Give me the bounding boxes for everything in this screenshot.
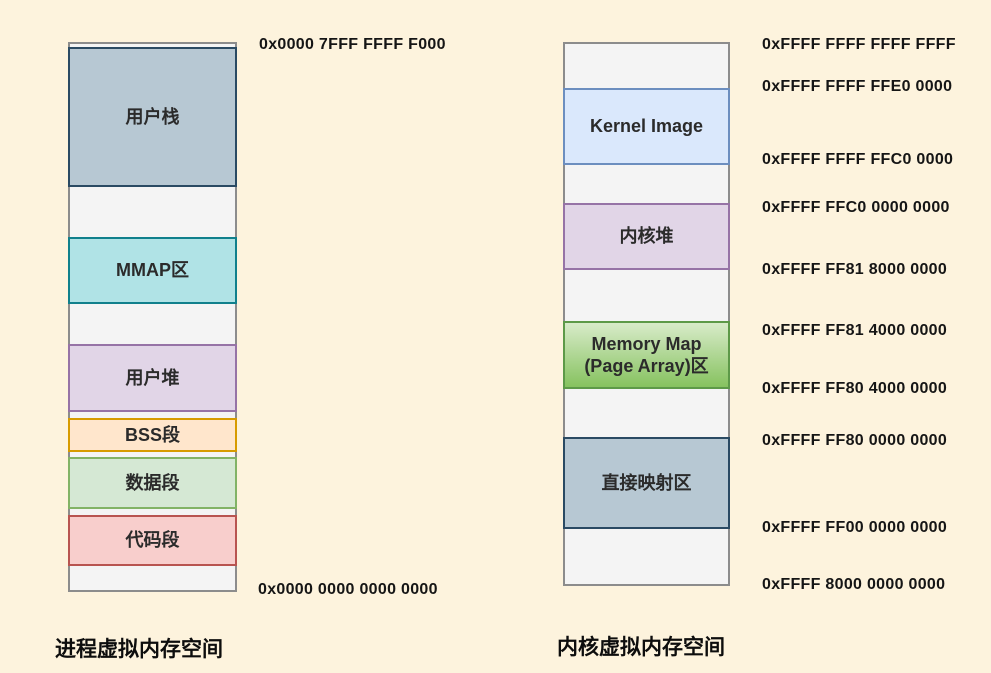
address-label: 0xFFFF FF80 0000 0000 <box>762 432 948 449</box>
address-label: 0xFFFF FF81 4000 0000 <box>762 322 948 339</box>
segment-data: 数据段 <box>68 457 237 509</box>
address-label: 0x0000 7FFF FFFF F000 <box>259 36 446 53</box>
process-memory-column: 用户栈 MMAP区 用户堆 BSS段 数据段 代码段 <box>68 42 237 592</box>
segment-memory-map-label-line2: (Page Array)区 <box>584 356 709 376</box>
address-label: 0xFFFF FF00 0000 0000 <box>762 519 948 536</box>
address-label: 0x0000 0000 0000 0000 <box>258 581 438 598</box>
address-label: 0xFFFF FF81 8000 0000 <box>762 261 948 278</box>
address-label: 0xFFFF FF80 4000 0000 <box>762 380 948 397</box>
segment-kernel-image-label: Kernel Image <box>589 116 704 137</box>
kernel-space-title: 内核虚拟内存空间 <box>557 636 725 659</box>
segment-memory-map-label-line1: Memory Map <box>591 333 702 354</box>
segment-bss-label: BSS段 <box>124 424 180 445</box>
segment-user-stack-label: 用户栈 <box>125 106 180 127</box>
segment-direct-map: 直接映射区 <box>563 437 730 529</box>
segment-user-heap: 用户堆 <box>68 344 237 412</box>
segment-kernel-image: Kernel Image <box>563 88 730 165</box>
address-label: 0xFFFF 8000 0000 0000 <box>762 576 946 593</box>
segment-data-label: 数据段 <box>125 472 180 493</box>
segment-kernel-heap-label: 内核堆 <box>619 226 674 247</box>
address-label: 0xFFFF FFC0 0000 0000 <box>762 199 950 216</box>
segment-code-label: 代码段 <box>125 530 180 551</box>
address-label: 0xFFFF FFFF FFFF FFFF <box>762 36 956 53</box>
segment-direct-map-label: 直接映射区 <box>601 472 692 493</box>
address-label: 0xFFFF FFFF FFC0 0000 <box>762 151 954 168</box>
segment-user-stack: 用户栈 <box>68 47 237 187</box>
address-label: 0xFFFF FFFF FFE0 0000 <box>762 78 953 95</box>
process-space-title: 进程虚拟内存空间 <box>55 638 223 661</box>
segment-mmap-label: MMAP区 <box>116 260 189 281</box>
segment-mmap: MMAP区 <box>68 237 237 304</box>
kernel-memory-column: Kernel Image 内核堆 Memory Map (Page Array)… <box>563 42 730 586</box>
segment-code: 代码段 <box>68 515 237 566</box>
segment-user-heap-label: 用户堆 <box>125 367 180 388</box>
segment-memory-map: Memory Map (Page Array)区 <box>563 321 730 389</box>
segment-kernel-heap: 内核堆 <box>563 203 730 270</box>
segment-bss: BSS段 <box>68 418 237 452</box>
